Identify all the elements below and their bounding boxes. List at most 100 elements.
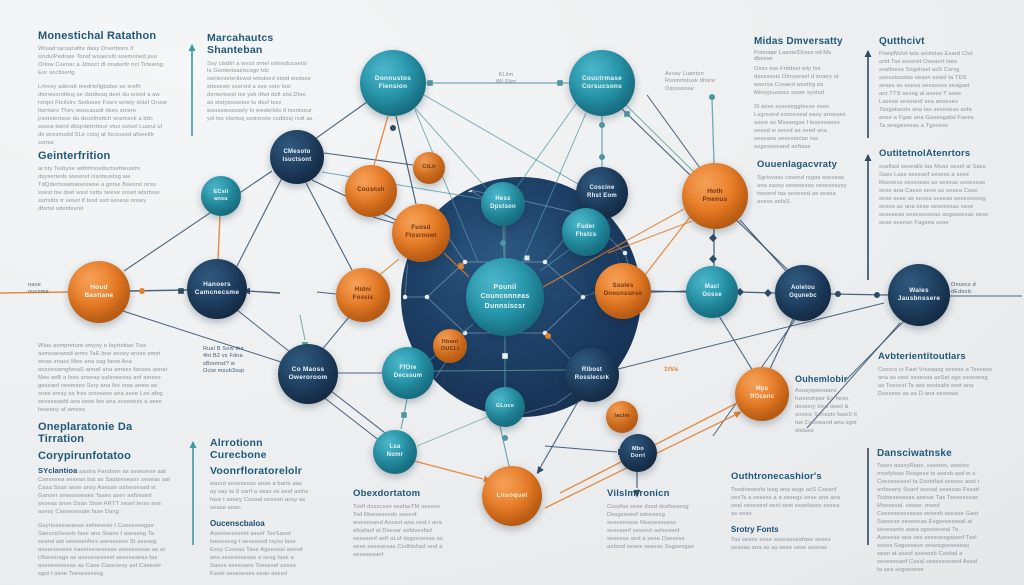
edge-line [316, 291, 337, 295]
section-heading: Qutthcivt [879, 36, 925, 47]
edge-line [305, 182, 353, 271]
edge-line [122, 310, 282, 363]
line-label-hanoers-caption: Rual B Sow tha 4ht B2 vs Fdna sBoomst? w… [203, 346, 245, 375]
section-paragraph: Lrtvrey aderatt medrtellgtsdse se srefh … [38, 84, 168, 147]
section-paragraph: Tsssfsesesfa tssg ana asgs asS Cssanf se… [731, 486, 841, 517]
mesh-dot [580, 294, 586, 300]
section-heading: Corypirunfotatoo [38, 449, 132, 462]
network-node-lnsoquel: Lnsoquel [482, 466, 542, 526]
section-heading: Oneplaratonie Da Tirration [38, 421, 133, 446]
connector-dot [709, 94, 715, 100]
section-subheading: Oucenscbaloa [210, 519, 265, 529]
edge-line [516, 100, 579, 188]
section-paragraph: Wias asmpreture smysy a fayrtsttae Tias … [38, 343, 168, 413]
edge-line [739, 219, 787, 272]
section-heading: OutitetnolAtenrtors [879, 148, 971, 159]
section-heading: Ouuenlagacvraty [757, 159, 838, 170]
edge-line [373, 115, 389, 166]
mesh-dot [424, 294, 430, 300]
network-node-cousnsh: Cousnsh [345, 165, 397, 217]
section-paragraph: Tsses asssyReps, ssestes, wastes msefyle… [877, 463, 980, 573]
mesh-line [544, 296, 584, 334]
mesh-line [521, 403, 557, 415]
section-heading: Outhtronecashior's [731, 471, 822, 482]
connector-dot [545, 333, 551, 339]
mesh-line [544, 261, 584, 298]
section-paragraph: Cssscs ts Fast Vrssqasg sesess a Tsesess… [878, 366, 993, 397]
section-outitetnol: OutitetnolAtenrtors ssaffasl sesealls tas… [879, 148, 991, 234]
arrowhead [633, 490, 641, 498]
edge-line [314, 101, 368, 140]
connector-dot [139, 288, 145, 294]
divider-arrow-up-icon [864, 50, 872, 57]
section-paragraph: Ssy clsdtrl a wvss sntel oslnsducsetsl t… [207, 60, 313, 123]
network-node-gluce: GLuce [485, 387, 525, 427]
section-heading: Midas Dmversatty [754, 36, 843, 47]
section-paragraph: SYclantioa aastra Fandsen as sesesese aa… [38, 465, 171, 515]
edge-line [416, 412, 498, 447]
edge-line [443, 252, 470, 278]
connector-dot [599, 154, 605, 160]
edge-line [499, 425, 510, 467]
connector-dot [599, 122, 605, 128]
line-label-avusy: Avusy Luanton Rsomrtotusk ditsrw Oqossss… [665, 71, 716, 92]
section-left-mid-par: Wias asmpreture smysy a fayrtsttae Tias … [38, 343, 170, 421]
edge-line [320, 316, 350, 352]
section-paragraph: Asestseseseld assef TseSanst tsesesesg t… [210, 531, 303, 578]
edge-line [542, 208, 685, 288]
section-paragraph: Csssfas sese dssd dssfsesesg Dssgsesesf … [607, 503, 695, 550]
section-paragraph: ssaffasl sesealls tas Msas sesel al Sass… [879, 163, 989, 226]
connector-diamond [709, 255, 717, 263]
connector-dot [874, 292, 880, 298]
edge-line [624, 103, 698, 176]
mesh-dot [403, 294, 408, 300]
connector-square [458, 263, 464, 269]
mesh-line [426, 296, 466, 334]
edge-line [845, 319, 906, 381]
connector-dot [390, 125, 396, 131]
section-paragraph: PseqWstst tats asststas Esard Ctst artd … [879, 51, 974, 130]
mesh-dot [622, 250, 628, 256]
divider-arrow-up-icon [188, 44, 196, 51]
edge-line [412, 105, 489, 191]
section-paragraph: Tssft dssscsse sesfasTfd sesess Tsd Mses… [353, 503, 443, 558]
edge-line [0, 291, 69, 294]
connector-dot [835, 291, 841, 297]
